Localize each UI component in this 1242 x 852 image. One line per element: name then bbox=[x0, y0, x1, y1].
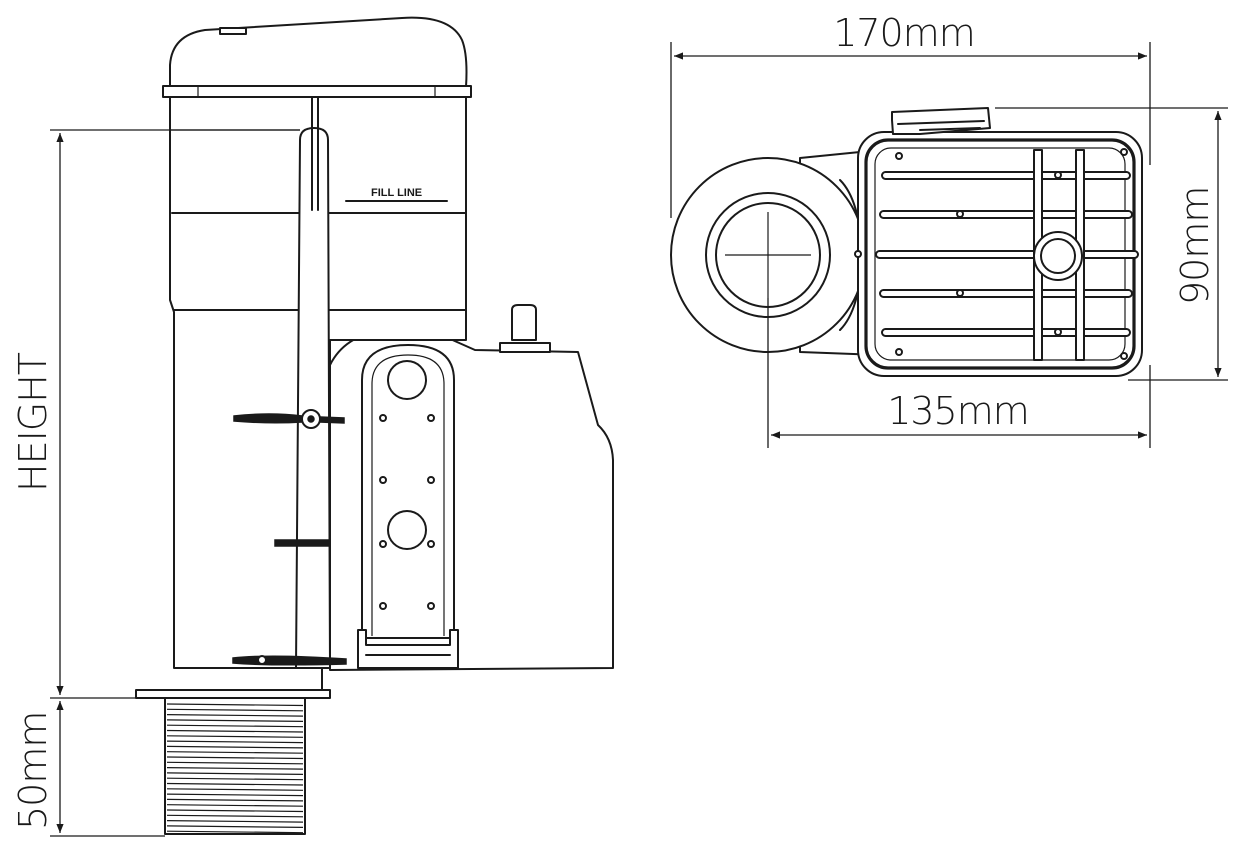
thread-ridge bbox=[166, 767, 304, 770]
side-lever-lower bbox=[232, 655, 347, 666]
thread-ridge bbox=[166, 745, 304, 749]
side-float-tube bbox=[295, 127, 331, 669]
thread-ridge bbox=[166, 751, 304, 754]
side-lid bbox=[169, 16, 468, 88]
side-lever-middle bbox=[274, 539, 331, 547]
dimension-top-width: 170mm bbox=[670, 11, 1151, 218]
side-thread-ridges bbox=[166, 703, 304, 834]
thread-ridge bbox=[166, 724, 304, 728]
thread-ridge bbox=[166, 714, 304, 717]
dimension-height: HEIGHT bbox=[11, 129, 300, 699]
thread-ridge bbox=[166, 788, 304, 791]
side-lever-upper bbox=[233, 413, 303, 424]
thread-ridge bbox=[166, 708, 304, 712]
thread-ridge bbox=[166, 772, 304, 775]
fill-line-label: FILL LINE bbox=[371, 187, 422, 199]
thread-ridge bbox=[166, 793, 304, 797]
thread-ridge bbox=[166, 798, 304, 802]
bottom-width-label: 135mm bbox=[887, 389, 1029, 433]
thread-ridge bbox=[166, 729, 304, 733]
side-lid-tab bbox=[219, 27, 247, 35]
depth-label: 90mm bbox=[1173, 187, 1217, 305]
thread-length-label: 50mm bbox=[11, 712, 55, 830]
plan-rivets bbox=[854, 148, 1128, 360]
height-label: HEIGHT bbox=[11, 352, 55, 492]
thread-ridge bbox=[166, 809, 304, 813]
side-valve-cap bbox=[511, 304, 537, 341]
side-bracket-hole-mid bbox=[387, 510, 427, 550]
thread-ridge bbox=[166, 740, 304, 744]
thread-ridge bbox=[166, 825, 304, 828]
side-view: FILL LINE bbox=[135, 16, 614, 835]
dimension-thread: 50mm bbox=[11, 701, 165, 837]
thread-ridge bbox=[166, 804, 304, 807]
thread-ridge bbox=[166, 820, 304, 823]
side-bracket bbox=[361, 344, 455, 639]
side-flange bbox=[135, 689, 331, 699]
thread-ridge bbox=[166, 735, 304, 738]
side-valve-base bbox=[499, 342, 551, 353]
thread-ridge bbox=[166, 703, 304, 707]
thread-ridge bbox=[166, 756, 304, 760]
side-bracket-foot bbox=[357, 629, 459, 669]
dimension-bottom-width: 135mm bbox=[767, 298, 1151, 448]
thread-ridge bbox=[166, 782, 304, 786]
plan-hub-bore bbox=[1040, 238, 1076, 274]
dimension-depth: 90mm bbox=[995, 107, 1228, 381]
top-width-label: 170mm bbox=[833, 11, 975, 55]
side-lid-rim bbox=[162, 85, 472, 98]
thread-ridge bbox=[166, 830, 304, 834]
thread-ridge bbox=[166, 761, 304, 765]
plan-view bbox=[670, 107, 1143, 377]
side-threaded-shank bbox=[164, 697, 306, 835]
thread-ridge bbox=[166, 777, 304, 781]
thread-ridge bbox=[166, 719, 304, 722]
thread-ridge bbox=[166, 814, 304, 818]
side-bracket-hole-top bbox=[387, 360, 427, 400]
